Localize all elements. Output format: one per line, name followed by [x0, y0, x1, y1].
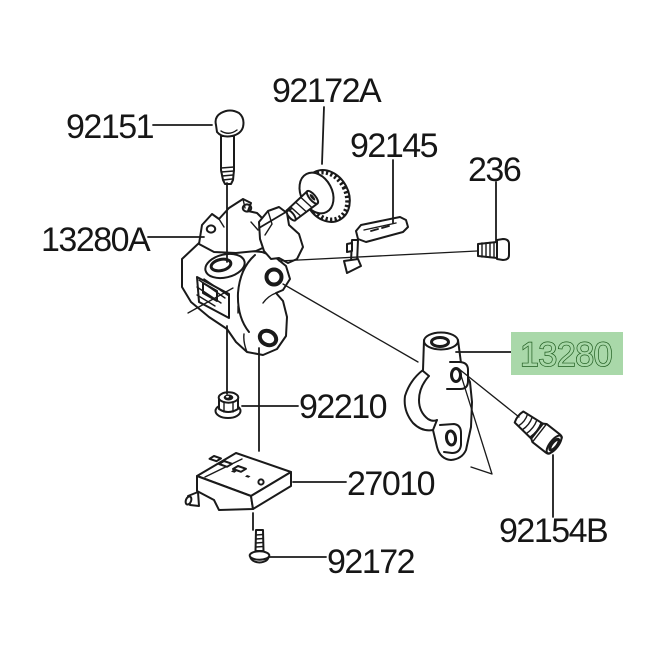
part-label-92210: 92210 [299, 388, 387, 426]
spring-92145-drawing [343, 216, 409, 274]
part-label-27010: 27010 [347, 465, 435, 503]
part-label-236: 236 [468, 151, 521, 189]
part-label-92172: 92172 [327, 543, 415, 581]
bolt-92154B-drawing [513, 410, 563, 455]
highlighted-part-label-13280[interactable]: 13280 [511, 332, 623, 375]
part-label-92154B: 92154B [499, 512, 607, 550]
holder-13280-drawing [403, 331, 473, 461]
bolt-92151-drawing [214, 109, 245, 185]
bracket-13280A-drawing [181, 198, 304, 356]
part-label-92145: 92145 [350, 127, 438, 165]
part-label-92172A: 92172A [272, 72, 382, 110]
screw-236-drawing [477, 238, 510, 261]
screw-92172-drawing [248, 529, 271, 564]
highlight-box [511, 332, 623, 375]
part-label-92151: 92151 [66, 108, 154, 146]
part-label-13280A: 13280A [41, 221, 151, 259]
part-labels: 92151 92172A 92145 236 13280A 92210 2701… [41, 72, 623, 581]
nut-92210-drawing [214, 391, 242, 419]
part-label-13280: 13280 [520, 336, 612, 374]
switch-27010-drawing [184, 452, 292, 511]
leader-lines [147, 106, 554, 558]
gear-92172A-drawing [285, 169, 351, 223]
